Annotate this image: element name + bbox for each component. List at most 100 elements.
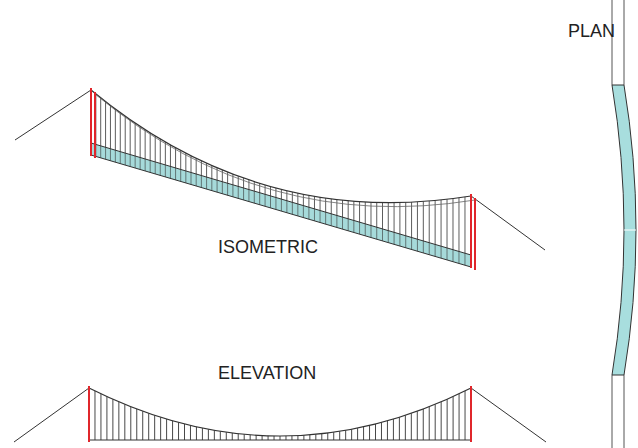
hanger-stroke	[238, 434, 239, 440]
hanger-stroke	[314, 209, 315, 221]
hanger-stroke	[100, 394, 101, 440]
hanger-stroke	[220, 431, 221, 440]
hanger-stroke	[217, 180, 218, 192]
hanger-stroke	[232, 185, 233, 197]
hanger-stroke	[292, 192, 293, 202]
view-title: ELEVATION	[218, 364, 316, 384]
hanger-stroke	[110, 149, 111, 161]
hanger-stroke	[105, 147, 106, 159]
hanger-stroke	[202, 428, 203, 440]
hanger-stroke	[227, 172, 228, 183]
hanger-stroke	[399, 203, 400, 234]
hanger-stroke	[206, 177, 207, 189]
hanger-stroke	[130, 155, 131, 167]
hanger-stroke	[281, 189, 282, 199]
hanger-stroke	[254, 182, 255, 191]
hanger-stroke	[142, 411, 143, 440]
hanger-stroke	[160, 163, 161, 175]
hanger-stroke	[447, 199, 448, 248]
hanger-stroke	[417, 411, 418, 440]
hanger-stroke	[348, 219, 349, 231]
hanger-stroke	[270, 187, 271, 196]
hanger-stroke	[303, 206, 304, 218]
hanger-stroke	[254, 191, 255, 203]
hanger-stroke	[196, 427, 197, 440]
hanger-stroke	[222, 182, 223, 194]
hanger-stroke	[120, 152, 121, 164]
hanger-stroke	[405, 415, 406, 440]
hanger-stroke	[243, 178, 244, 188]
hanger-stroke	[452, 250, 453, 262]
hanger-stroke	[453, 397, 454, 440]
hanger-stroke	[110, 105, 111, 148]
hanger-stroke	[342, 217, 343, 229]
hanger-stroke	[441, 200, 442, 246]
hanger-stroke	[376, 227, 377, 239]
hanger-stroke	[327, 433, 328, 440]
hanger-stroke	[399, 417, 400, 440]
hanger-stroke	[262, 436, 263, 440]
hanger-stroke	[464, 253, 465, 265]
hanger-stroke	[180, 150, 181, 169]
hanger-stroke	[348, 201, 349, 219]
hanger-stroke	[170, 145, 171, 167]
hanger-stroke	[243, 188, 244, 200]
hanger-stroke	[125, 153, 126, 165]
hanger-stroke	[447, 399, 448, 440]
hanger-stroke	[265, 194, 266, 206]
hanger-stroke	[208, 429, 209, 440]
hanger-stroke	[382, 229, 383, 241]
hanger-stroke	[244, 434, 245, 440]
plan-view	[612, 0, 636, 448]
hanger-stroke	[166, 419, 167, 440]
hanger-stroke	[268, 436, 269, 440]
hanger-stroke	[291, 436, 292, 440]
hanger-stroke	[309, 435, 310, 440]
hanger-stroke	[226, 432, 227, 440]
hanger-stroke	[452, 199, 453, 250]
hanger-stroke	[325, 198, 326, 212]
hanger-stroke	[411, 413, 412, 440]
hanger-stroke	[175, 148, 176, 168]
hanger-stroke	[405, 236, 406, 248]
hanger-stroke	[155, 136, 156, 162]
isometric-view	[15, 88, 545, 270]
hanger-stroke	[357, 428, 358, 440]
hanger-stroke	[325, 212, 326, 224]
hanger-stroke	[106, 397, 107, 440]
hanger-stroke	[417, 239, 418, 251]
hanger-stroke	[375, 424, 376, 440]
view-title: PLAN	[568, 22, 615, 42]
hanger-stroke	[140, 126, 141, 157]
hanger-stroke	[411, 237, 412, 249]
hanger-stroke	[359, 222, 360, 234]
hanger-stroke	[145, 159, 146, 171]
hanger-stroke	[321, 434, 322, 440]
hanger-stroke	[458, 251, 459, 263]
hanger-stroke	[365, 202, 366, 224]
hanger-stroke	[165, 165, 166, 177]
hanger-stroke	[165, 142, 166, 165]
hanger-stroke	[423, 241, 424, 253]
hanger-stroke	[387, 421, 388, 440]
hanger-stroke	[320, 211, 321, 223]
hanger-stroke	[275, 198, 276, 210]
hanger-stroke	[256, 435, 257, 440]
hanger-stroke	[370, 226, 371, 238]
hanger-stroke	[250, 435, 251, 440]
hanger-stroke	[417, 202, 418, 239]
hanger-stroke	[320, 197, 321, 210]
view-title: ISOMETRIC	[218, 238, 318, 258]
hanger-stroke	[232, 433, 233, 440]
hanger-stroke	[259, 193, 260, 205]
hanger-stroke	[232, 174, 233, 185]
hanger-stroke	[100, 146, 101, 158]
hanger-stroke	[135, 123, 136, 156]
hanger-stroke	[405, 202, 406, 235]
hanger-stroke	[359, 202, 360, 223]
hanger-stroke	[105, 102, 106, 148]
hanger-stroke	[227, 183, 228, 195]
hanger-stroke	[441, 402, 442, 440]
hanger-stroke	[170, 166, 171, 178]
hanger-stroke	[259, 183, 260, 192]
